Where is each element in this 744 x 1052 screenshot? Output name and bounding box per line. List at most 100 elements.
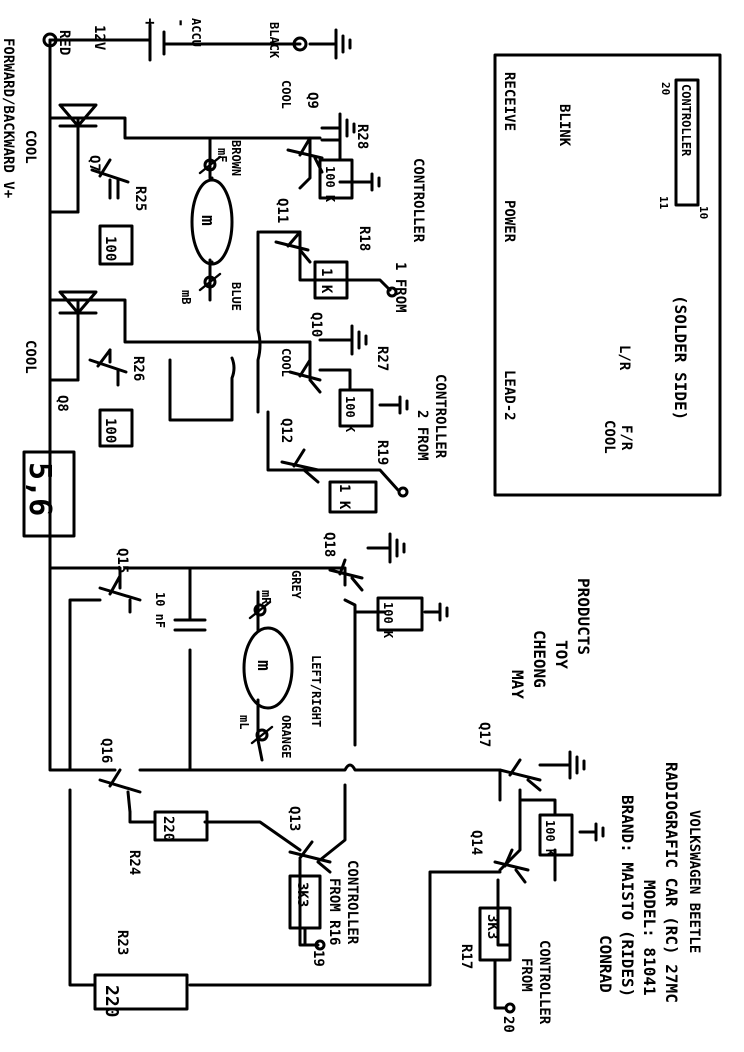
r-q17-value: 100 K: [543, 820, 557, 857]
q8-label: Q8: [54, 395, 70, 412]
credit-line-1: CONRAD: [596, 935, 615, 993]
r26-name: R26: [130, 356, 146, 381]
board-lead: LEAD-2: [501, 370, 517, 421]
maker-line-4: PRODUCTS: [574, 578, 593, 655]
r16-value: 3K3: [294, 882, 310, 907]
maker-line-2: CHEONG: [530, 630, 549, 688]
r28-name: R28: [354, 124, 370, 149]
r17-value: 3K3: [484, 914, 500, 939]
r28-value: 100 K: [323, 166, 337, 203]
drive-motor-m: m: [197, 215, 218, 226]
plus-label: +: [141, 18, 160, 28]
board-power: POWER: [501, 200, 517, 243]
battery-symbol: [138, 23, 180, 62]
cool-q10-label: COOL: [279, 348, 293, 377]
v12-label: 12V: [91, 25, 107, 51]
r19-value: 1 K: [336, 484, 352, 510]
q11-label: Q11: [274, 198, 290, 223]
input-1-line-2: CONTROLLER: [410, 158, 426, 243]
q7-label: Q7: [86, 155, 102, 172]
maker-line-3: TOY: [552, 640, 571, 669]
r25-value: 100: [102, 236, 118, 261]
board-receive: RECEIVE: [501, 72, 517, 131]
board-pin-11: 11: [657, 196, 670, 210]
steering-motor-m: m: [253, 660, 274, 671]
board-solder-side: (SOLDER SIDE): [671, 295, 690, 420]
q10-label: Q10: [308, 312, 324, 337]
r-q18-value: 100 K: [381, 602, 395, 639]
resistor-labels: 100 R25 100 R26 100 K R28 100 K R27 1 K …: [101, 124, 557, 1018]
r18-value: 1 K: [318, 268, 334, 294]
board-controller: CONTROLLER: [679, 84, 693, 157]
q16-label: Q16: [98, 738, 114, 763]
board-fr: F/R: [618, 425, 634, 451]
r27-name: R27: [374, 346, 390, 371]
q14-label: Q14: [468, 830, 484, 855]
brown-label: BROWN: [229, 140, 243, 176]
diode-d1: [58, 103, 98, 128]
left-right-label: LEFT/RIGHT: [309, 655, 323, 727]
cap-label: 10 nF: [153, 592, 167, 628]
rail-label: FORWARD/BACKWARD V+: [0, 38, 16, 198]
q17-label: Q17: [476, 722, 492, 747]
board-lr: L/R: [616, 345, 632, 371]
mf-label: mF: [215, 148, 229, 162]
credit-line-5: VOLKSWAGEN BEETLE: [686, 810, 702, 953]
r27-value: 100 K: [343, 396, 357, 433]
connector-5-6: 5,6: [22, 462, 57, 516]
r23-value: 220: [101, 985, 122, 1018]
board-cool: COOL: [601, 420, 617, 454]
input-1-line-1: 1 FROM: [392, 262, 408, 313]
input-20-line-2: FROM: [518, 958, 534, 992]
motor-labels: m mF BROWN mB BLUE COOL COOL m mR GREY m…: [153, 80, 323, 758]
connector-label: 5,6: [22, 462, 57, 516]
r24-name: R24: [126, 850, 142, 875]
ground-symbols: [308, 28, 605, 842]
credit-line-4: RADIOGRAFIC CAR (RC) 27MC: [662, 762, 681, 1003]
r26-value: 100: [102, 418, 118, 443]
supply-labels: RED 12V + - ACCU BLACK FORWARD/BACKWARD …: [0, 18, 281, 374]
r25-name: R25: [132, 186, 148, 211]
cool-q9-label: COOL: [279, 80, 293, 109]
q9-label: Q9: [304, 92, 320, 109]
transistor-symbols: [88, 136, 542, 884]
maker-line-1: MAY: [508, 670, 527, 699]
input-20-pin: 20: [500, 1016, 516, 1033]
board-blink: BLINK: [556, 104, 572, 147]
maker-labels: MAY CHEONG TOY PRODUCTS: [508, 578, 593, 699]
q18-label: Q18: [321, 532, 337, 557]
transistor-labels: Q7 Q8 Q9 Q10 Q11 Q12 Q15 Q18 Q16 Q13 Q17…: [54, 92, 492, 855]
red-label: RED: [56, 30, 72, 55]
q13-label: Q13: [286, 806, 302, 831]
r19-name: R19: [374, 440, 390, 465]
drive-motor: [190, 155, 234, 292]
mr-label: mR: [259, 590, 273, 605]
q15-label: Q15: [114, 548, 130, 573]
board-pin-10: 10: [697, 206, 710, 219]
input-19-line-3: CONTROLLER: [344, 860, 360, 945]
input-20-line-3: CONTROLLER: [536, 940, 552, 1025]
black-label: BLACK: [267, 22, 281, 59]
wires: [48, 38, 562, 987]
ml-label: mL: [237, 715, 251, 729]
cool-label-2: COOL: [22, 340, 38, 374]
diode-d2: [58, 290, 98, 315]
cool-label-1: COOL: [22, 130, 38, 164]
credit-line-3: MODEL: 81041: [640, 880, 659, 996]
board-outline: [493, 53, 722, 497]
minus-label: -: [172, 18, 191, 28]
input-2-line-2: CONTROLLER: [432, 374, 448, 459]
input-2-line-1: 2 FROM: [414, 410, 430, 461]
input-19-line-2: FROM R16: [326, 878, 342, 945]
connector-pins: [22, 32, 516, 1014]
capacitor-10nf: [173, 618, 207, 632]
input-19-pin: 19: [310, 950, 326, 967]
r23-name: R23: [114, 930, 130, 955]
r18-name: R18: [356, 226, 372, 251]
blue-label: BLUE: [229, 282, 243, 311]
orange-label: ORANGE: [279, 715, 293, 758]
board-pin-20: 20: [659, 82, 672, 95]
credit-line-2: BRAND: MAISTO (RIDES): [618, 795, 637, 997]
